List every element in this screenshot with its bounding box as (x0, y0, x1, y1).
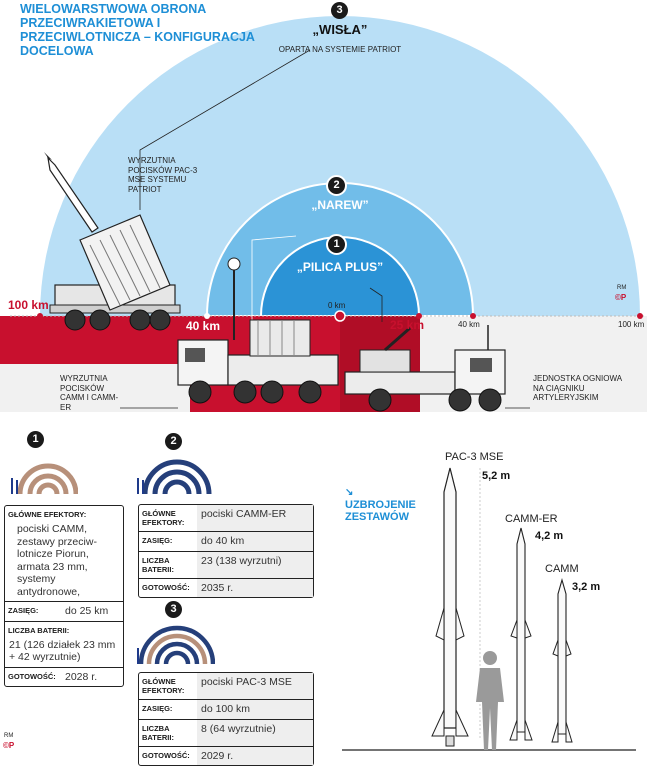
card-2-value: pociski CAMM-ER (197, 505, 313, 531)
card-1-value: 21 (126 działek 23 mm + 42 wyrzutnie) (9, 638, 116, 664)
layer-wisla-arc (40, 16, 640, 316)
card-2-value: do 40 km (197, 532, 313, 551)
card-3-row-batteries: LICZBA BATERII: 8 (64 wyrzutnie) (139, 719, 313, 747)
card-3-key: GŁÓWNE EFEKTORY: (142, 677, 185, 695)
infographic-title: WIELOWARSTWOWA OBRONA PRZECIWRAKIETOWA I… (20, 2, 255, 58)
card-1-row-range: ZASIĘG: do 25 km (5, 602, 123, 622)
card-2-row-ready: GOTOWOŚĆ: 2035 r. (139, 578, 313, 597)
label-camm-launcher: WYRZUTNIA POCISKÓW CAMM I CAMM-ER (60, 374, 119, 412)
card-2-key: GOTOWOŚĆ: (142, 582, 190, 592)
card-1-row-effectors: GŁÓWNE EFEKTORY: pociski CAMM, zestawy p… (5, 506, 123, 602)
card-3-row-effectors: GŁÓWNE EFEKTORY: pociski PAC-3 MSE (139, 673, 313, 700)
card-1-value: 2028 r. (65, 670, 98, 683)
card-1-value: do 25 km (65, 605, 109, 617)
system-3-number: 3 (331, 2, 348, 19)
leader-narew (251, 235, 297, 330)
leader-patriot (139, 49, 311, 210)
dot-40-left (204, 313, 210, 319)
card-2-number: 2 (165, 433, 182, 450)
card-3-value: do 100 km (197, 700, 313, 719)
dot-center (334, 310, 346, 322)
card-3-number: 3 (165, 601, 182, 618)
credit-cp-top: ©P (615, 293, 627, 302)
card-1-value: pociski CAMM, zestawy przeciw-lotnicze P… (17, 523, 97, 598)
card-3-row-ready: GOTOWOŚĆ: 2029 r. (139, 746, 313, 765)
missile-length-camm: 3,2 m (572, 581, 601, 593)
card-1-key: LICZBA BATERII: (8, 625, 70, 635)
missile-comparison-graphic (342, 467, 636, 751)
defense-layers-graphic (0, 16, 647, 412)
armament-heading: UZBROJENIE ZESTAWÓW (345, 499, 416, 523)
missile-length-camm-er: 4,2 m (535, 530, 564, 542)
camm-truck-illustration (177, 257, 339, 404)
card-2-row-range: ZASIĘG: do 40 km (139, 532, 313, 552)
card-3-value: pociski PAC-3 MSE (197, 673, 313, 699)
card-2-row-batteries: LICZBA BATERII: 23 (138 wyrzutni) (139, 551, 313, 579)
system-3-name: „WISŁA” (312, 22, 368, 37)
signal-arcs-icon (137, 459, 212, 495)
missile-length-pac3: 5,2 m (482, 470, 511, 482)
range-40-right: 40 km (458, 320, 480, 329)
card-3-key: ZASIĘG: (142, 704, 173, 713)
dot-40-right (470, 313, 476, 319)
missile-camm-er (509, 527, 533, 741)
card-1: GŁÓWNE EFEKTORY: pociski CAMM, zestawy p… (4, 505, 124, 687)
card-3: GŁÓWNE EFEKTORY: pociski PAC-3 MSE ZASIĘ… (138, 672, 314, 766)
missile-name-camm-er: CAMM-ER (505, 513, 558, 525)
missile-camm (551, 577, 573, 743)
card-1-key: GŁÓWNE EFEKTORY: (8, 510, 87, 519)
pilica-truck-illustration (344, 325, 506, 412)
range-25-right: 25 km (390, 318, 425, 332)
system-1-number: 1 (326, 234, 347, 255)
arrow-icon: ↘ (345, 487, 354, 498)
dot-100-right (637, 313, 643, 319)
card-3-value: 8 (64 wyrzutnie) (197, 719, 313, 746)
card-2: GŁÓWNE EFEKTORY: pociski CAMM-ER ZASIĘG:… (138, 504, 314, 598)
signal-arcs-icon (11, 463, 78, 495)
human-silhouette (476, 651, 504, 750)
credit-cp-bottom: ©P (3, 741, 15, 750)
missile-pac3-mse (431, 467, 469, 747)
label-fire-unit: JEDNOSTKA OGNIOWA NA CIĄGNIKU ARTYLERYJS… (533, 374, 622, 402)
system-3-note: OPARTA NA SYSTEMIE PATRIOT (278, 45, 402, 54)
card-3-row-range: ZASIĘG: do 100 km (139, 700, 313, 720)
card-3-key: LICZBA BATERII: (142, 723, 174, 742)
card-1-key: ZASIĘG: (8, 606, 39, 615)
credit-rm-top: RM (617, 285, 627, 291)
range-40-left: 40 km (186, 319, 221, 333)
label-patriot-launcher: WYRZUTNIA POCISKÓW PAC-3 MSE SYSTEMU PAT… (128, 156, 198, 194)
card-2-value: 2035 r. (197, 578, 313, 597)
card-2-key: GŁÓWNE EFEKTORY: (142, 509, 185, 527)
card-1-row-batteries: LICZBA BATERII: 21 (126 działek 23 mm + … (5, 622, 123, 668)
card-1-row-ready: GOTOWOŚĆ: 2028 r. (5, 668, 123, 687)
dot-100-left (37, 313, 43, 319)
card-2-key: ZASIĘG: (142, 536, 173, 545)
missile-name-pac3: PAC-3 MSE (445, 451, 504, 463)
signal-arcs-icon (137, 625, 215, 665)
dot-25-right (416, 313, 422, 319)
card-2-key: LICZBA BATERII: (142, 555, 174, 574)
card-2-value: 23 (138 wyrzutni) (197, 551, 313, 578)
card-2-row-effectors: GŁÓWNE EFEKTORY: pociski CAMM-ER (139, 505, 313, 532)
card-1-number: 1 (27, 431, 44, 448)
system-2-name: „NAREW” (311, 198, 369, 212)
system-2-number: 2 (326, 175, 347, 196)
card-1-key: GOTOWOŚĆ: (8, 671, 56, 681)
system-1-name: „PILICA PLUS” (296, 260, 384, 274)
patriot-launcher-illustration (44, 152, 181, 331)
range-100-right: 100 km (618, 320, 645, 329)
range-0: 0 km (328, 301, 346, 310)
missile-name-camm: CAMM (545, 563, 579, 575)
leader-pilica (369, 287, 383, 322)
card-3-key: GOTOWOŚĆ: (142, 750, 190, 760)
credit-rm-bottom: RM (4, 733, 14, 739)
card-3-value: 2029 r. (197, 746, 313, 765)
range-100-left: 100 km (8, 298, 49, 312)
